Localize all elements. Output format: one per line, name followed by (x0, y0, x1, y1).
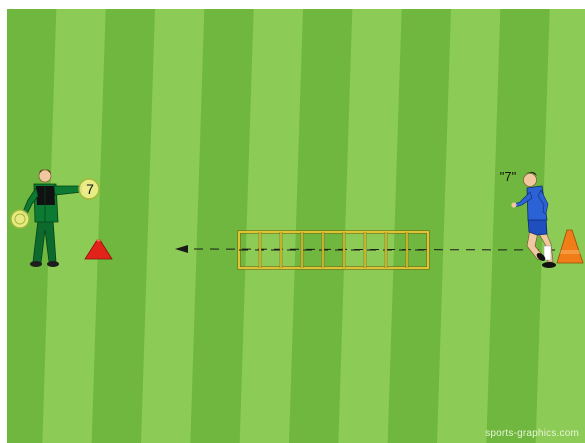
player-number: "7" (500, 169, 517, 184)
ball-left (11, 210, 29, 228)
pitch-grass (0, 9, 585, 443)
watermark: sports-graphics.com (485, 428, 579, 439)
coach-ball-label: 7 (86, 181, 94, 197)
